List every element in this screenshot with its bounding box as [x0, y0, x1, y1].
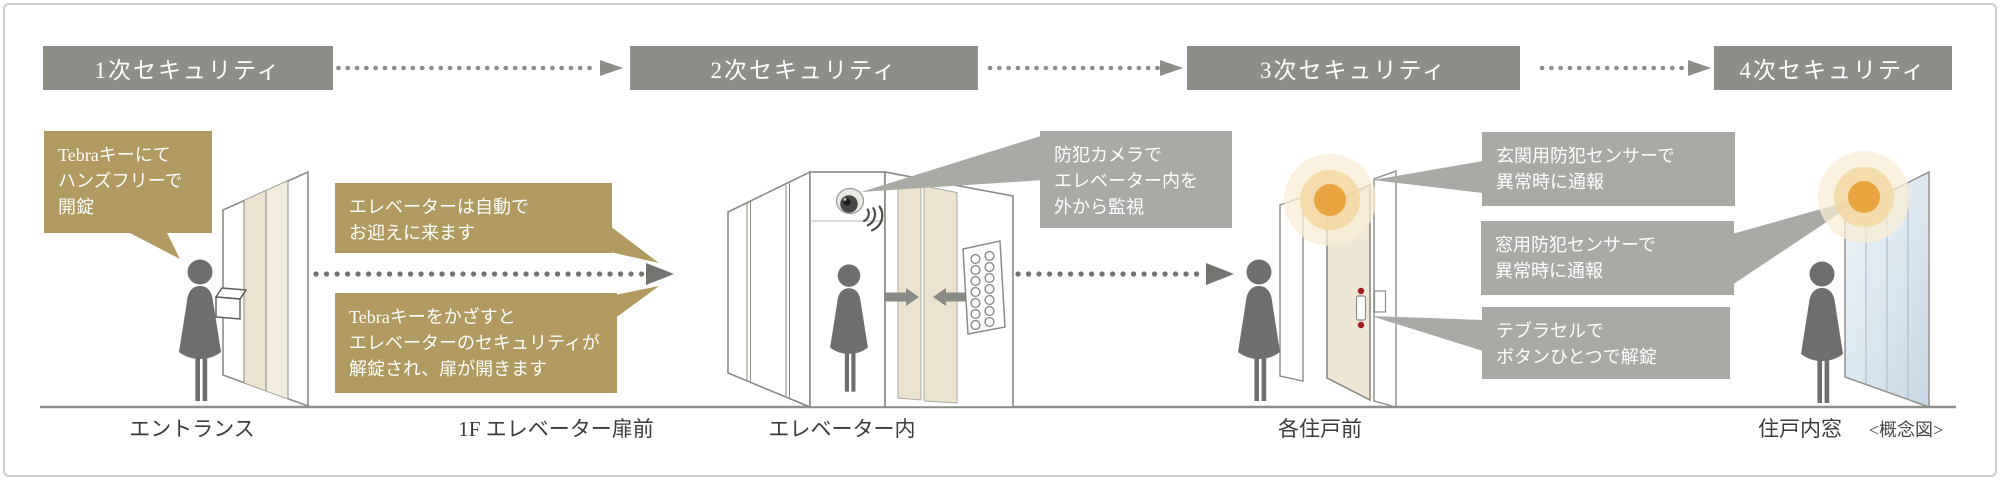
camera-signal-arcs	[862, 205, 884, 232]
callout-tail-tebra-elevator	[610, 286, 659, 322]
callout-line: 玄関用防犯センサーで	[1496, 146, 1675, 166]
door-closing-arrows-icon	[884, 288, 966, 306]
elevator-buttons-panel	[962, 240, 1006, 335]
callout-tail-entry-sensor	[1373, 161, 1483, 193]
callout-line: 解錠され、扉が開きます	[349, 359, 548, 379]
card-reader-icon	[214, 287, 248, 320]
callout-line: テブラセルで	[1496, 321, 1604, 341]
security-level-2-bar: 2次セキュリティ	[630, 46, 978, 90]
callout-line: 窓用防犯センサーで	[1495, 235, 1656, 255]
callout-line: ハンズフリーで	[58, 171, 183, 191]
security-level-2-label: 2次セキュリティ	[710, 58, 898, 83]
security-camera-icon	[835, 187, 865, 215]
entrance-door	[222, 170, 309, 408]
sensor-glow-entry	[1284, 154, 1376, 246]
callout-entry-sensor: 玄関用防犯センサーで 異常時に通報	[1482, 132, 1735, 206]
security-level-3-bar: 3次セキュリティ	[1187, 46, 1520, 90]
sensor-glow-window	[1818, 151, 1910, 243]
label-unit-window: 住戸内窓	[1758, 417, 1842, 441]
label-unit-front: 各住戸前	[1278, 417, 1362, 441]
callout-line: 防犯カメラで	[1054, 145, 1162, 165]
callout-line: お迎えに来ます	[349, 223, 475, 243]
callout-line: 異常時に通報	[1495, 261, 1603, 281]
security-level-1-bar: 1次セキュリティ	[43, 46, 333, 90]
security-level-4-bar: 4次セキュリティ	[1714, 46, 1952, 90]
callout-line: エレベーターは自動で	[349, 197, 529, 217]
security-level-3-label: 3次セキュリティ	[1259, 58, 1448, 83]
callout-line: Tebraキーをかざすと	[349, 307, 516, 327]
tebracell-button-dot	[1357, 287, 1365, 295]
callout-camera: 防犯カメラで エレベーター内を 外から監視	[1040, 131, 1232, 228]
callout-line: Tebraキーにて	[58, 145, 171, 165]
callout-line: 外から監視	[1054, 197, 1144, 217]
label-elevator-inside: エレベーター内	[768, 417, 916, 441]
callout-line: ボタンひとつで解錠	[1496, 347, 1657, 367]
label-conceptual-note: <概念図>	[1868, 420, 1944, 440]
callout-tail-tebra-entry	[126, 231, 180, 259]
callout-line: エレベーター内を	[1054, 171, 1198, 191]
callout-tail-camera	[861, 135, 1044, 192]
callout-tail-tebracell	[1371, 316, 1483, 351]
callout-line: 異常時に通報	[1496, 172, 1604, 192]
callout-tebra-entry: Tebraキーにて ハンズフリーで 開錠	[44, 131, 212, 233]
walk-arrow-elevator-to-unit	[1015, 263, 1234, 285]
callout-line: エレベーターのセキュリティが	[349, 333, 600, 353]
person-entrance	[179, 259, 221, 401]
security-level-4-label: 4次セキュリティ	[1739, 58, 1927, 83]
label-entrance: エントランス	[129, 417, 255, 441]
label-elevator-front: 1F エレベーター扉前	[458, 417, 654, 441]
person-unit-front	[1238, 259, 1280, 401]
header-arrow-3	[1539, 60, 1711, 76]
callout-tebra-elevator: Tebraキーをかざすと エレベーターのセキュリティが 解錠され、扉が開きます	[335, 293, 617, 393]
header-arrow-2	[987, 60, 1183, 76]
person-window	[1801, 261, 1843, 403]
elevator	[727, 170, 1014, 409]
callout-line: 開錠	[58, 197, 94, 217]
security-level-1-label: 1次セキュリティ	[94, 58, 282, 83]
door-handle	[1355, 295, 1367, 321]
tebracell-button-dot	[1357, 321, 1365, 329]
callout-tail-elevator-auto	[610, 226, 659, 263]
callout-elevator-auto: エレベーターは自動で お迎えに来ます	[335, 183, 612, 253]
walk-arrow-entrance-to-elevator	[313, 263, 674, 285]
callout-tebracell: テブラセルで ボタンひとつで解錠	[1482, 307, 1730, 379]
callout-window-sensor: 窓用防犯センサーで 異常時に通報	[1481, 221, 1734, 295]
